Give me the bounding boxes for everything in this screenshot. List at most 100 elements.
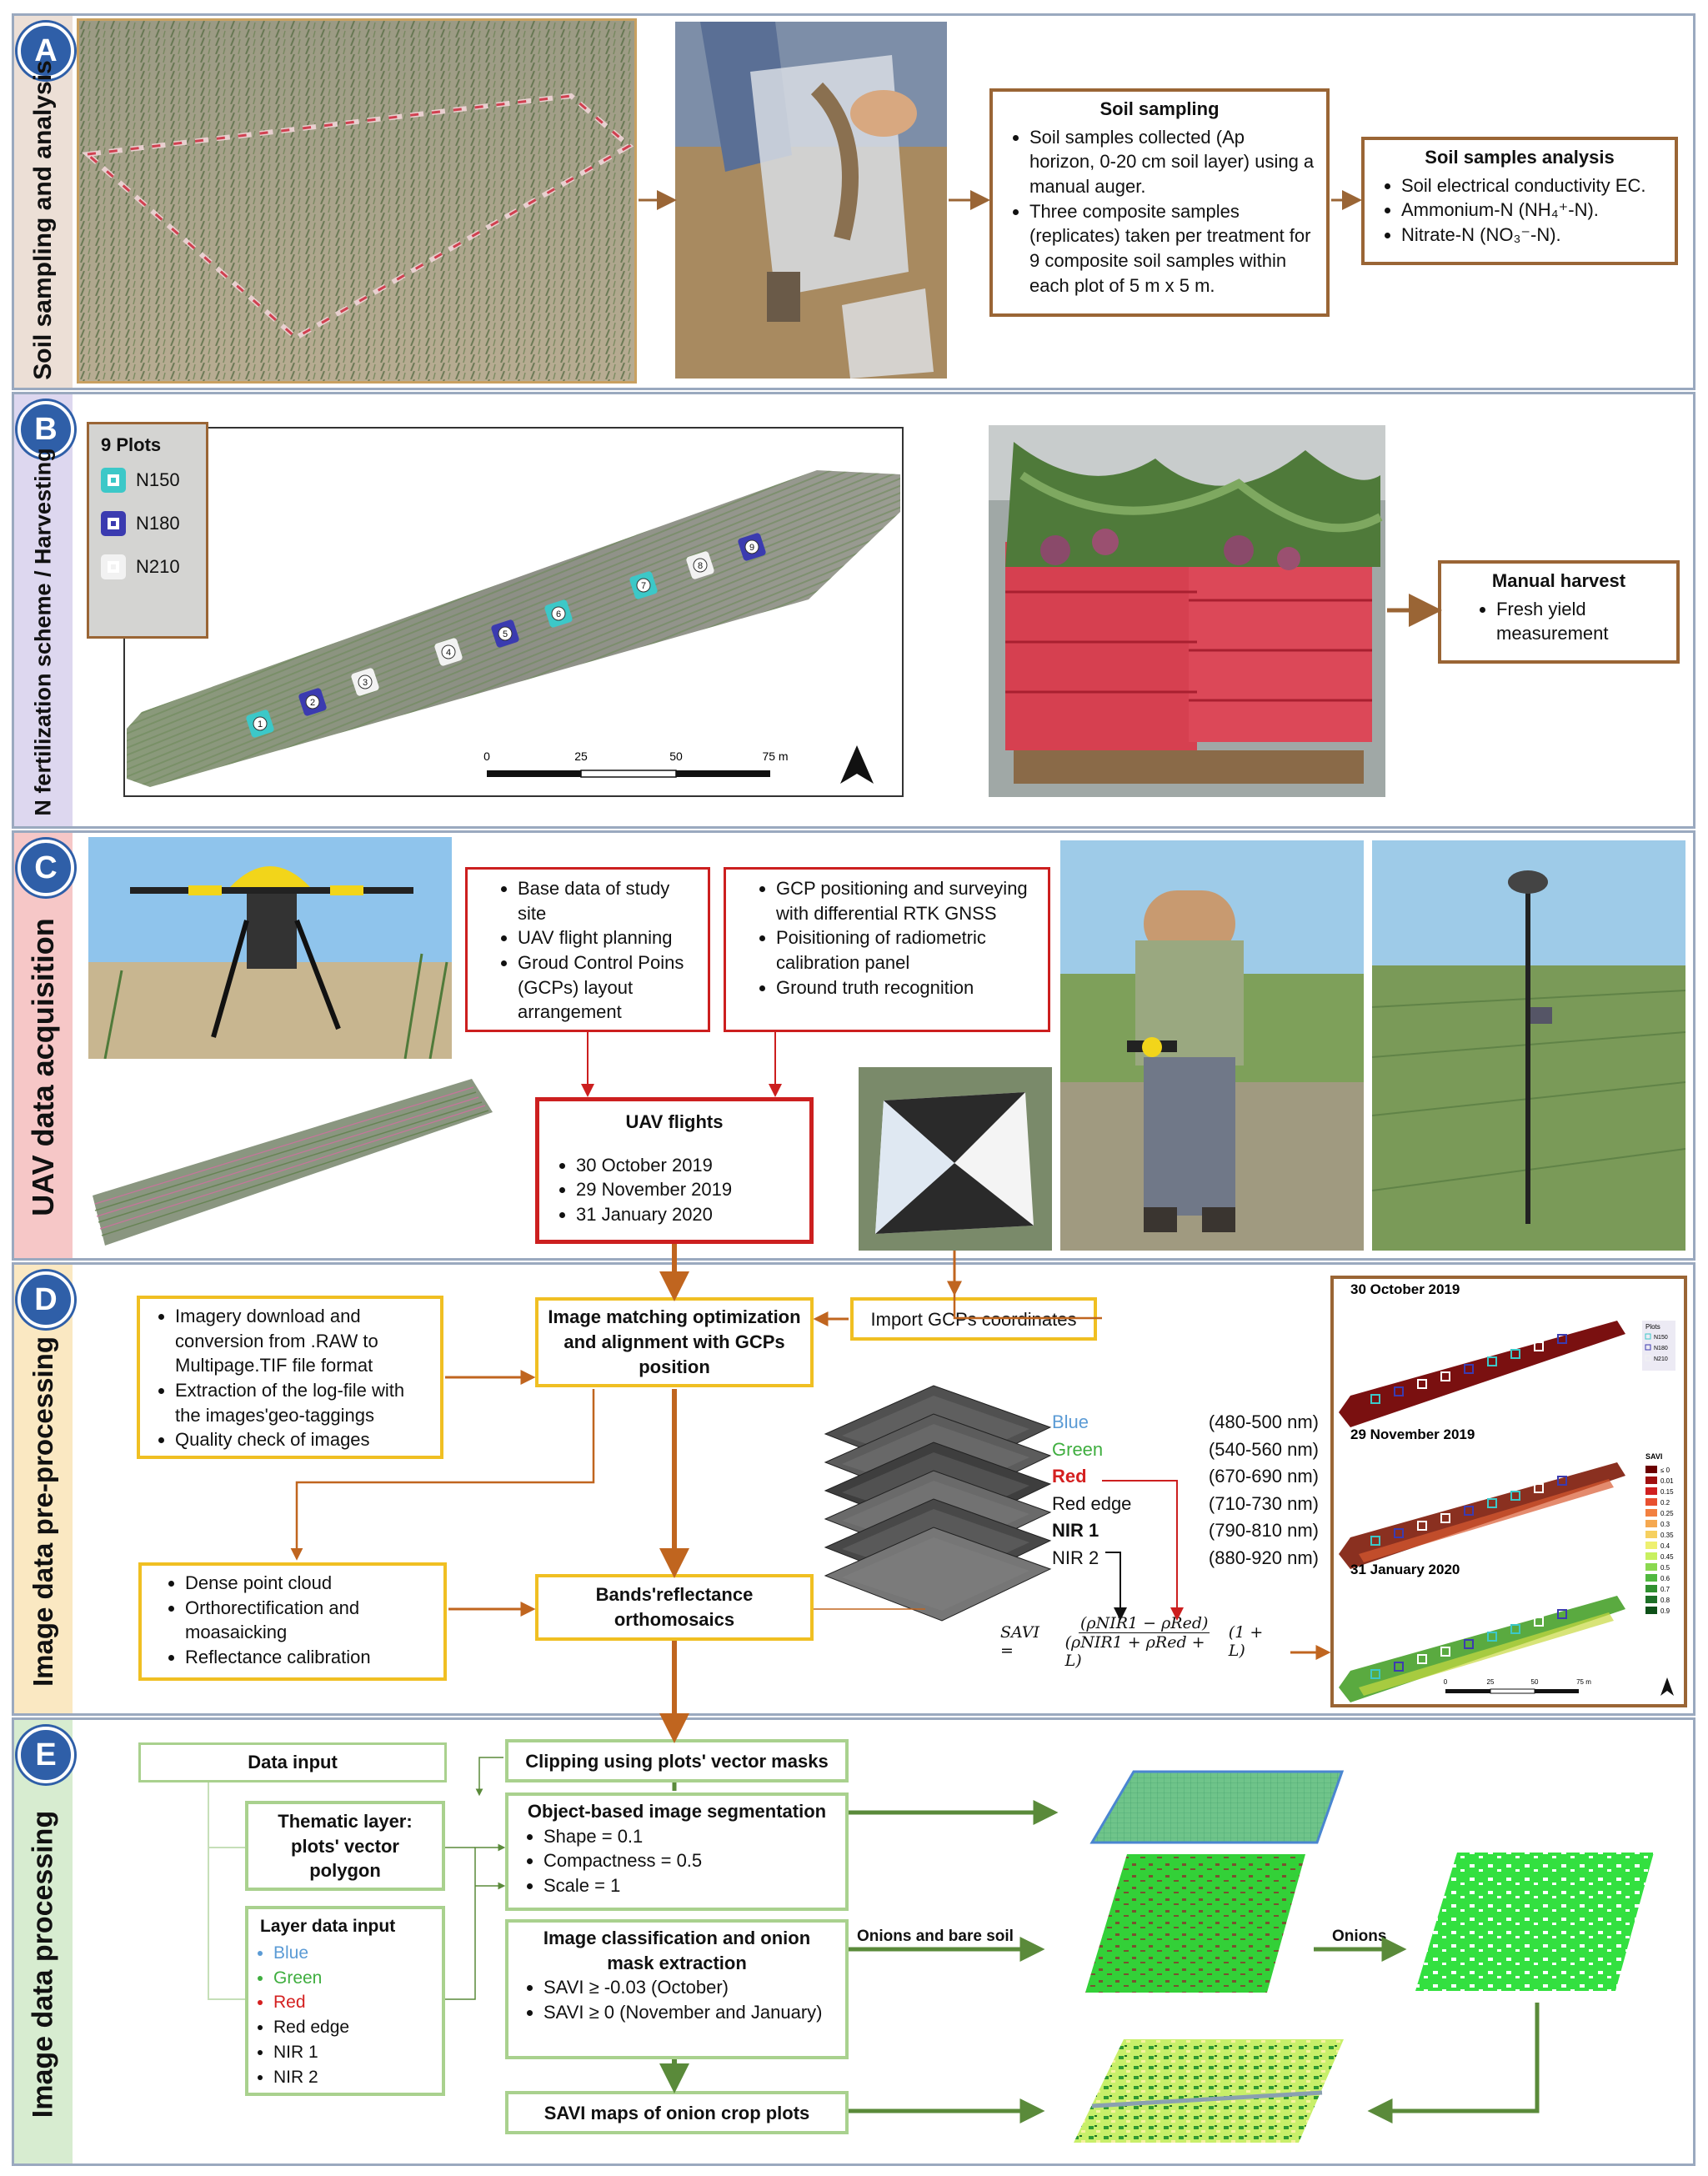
plot-marker: 9 (738, 533, 766, 561)
legend-swatch-icon (101, 468, 126, 493)
planning-item: Groud Control Poins (GCPs) layout arrang… (518, 950, 698, 1025)
layer-data-item: Red (273, 1990, 430, 2015)
band-range: (710-730 nm) (1208, 1492, 1319, 1514)
section-d-badge: D (18, 1271, 74, 1328)
section-e-sidebar: E Image data processing (14, 1720, 74, 2163)
classification-rule: SAVI ≥ -0.03 (October) (543, 1975, 835, 2000)
uav-flights-title: UAV flights (625, 1111, 724, 1132)
plot-legend-item: N210 (101, 554, 194, 579)
savi-legend-label: 0.45 (1660, 1553, 1674, 1561)
savi-scale-tick: 50 (1531, 1678, 1539, 1686)
band-range: (670-690 nm) (1208, 1466, 1319, 1487)
bands-orthomosaics-box: Bands'reflectance orthomosaics (535, 1574, 814, 1641)
section-b-sidebar: B N fertilization scheme / Harvesting (14, 394, 74, 826)
planning-item: UAV flight planning (518, 925, 698, 950)
manual-harvest-title: Manual harvest (1491, 570, 1626, 591)
savi-legend-label: 0.5 (1660, 1564, 1670, 1572)
savi-scale-bar: 0 25 50 75 m (1444, 1678, 1591, 1694)
savi-map (1339, 1596, 1625, 1702)
onion-crates-photo (989, 425, 1385, 797)
savi-legend-label: 0.2 (1660, 1499, 1670, 1507)
section-e-badge: E (18, 1727, 74, 1783)
gcp-item: GCP positioning and surveying with diffe… (776, 876, 1038, 925)
band-name: Red edge (1052, 1492, 1132, 1514)
plots-legend-title: 9 Plots (101, 434, 162, 455)
soil-sampling-item: Three composite samples (replicates) tak… (1029, 199, 1315, 298)
savi-scale-tick: 0 (1444, 1678, 1448, 1686)
gnss-pole-photo (1372, 840, 1685, 1251)
section-e-label: Image data processing (27, 1810, 59, 2118)
savi-legend-label: 0.6 (1660, 1575, 1670, 1582)
section-a-badge: A (18, 23, 74, 79)
plot-legend-label: N180 (136, 513, 180, 534)
classification-thumbnail (1080, 1849, 1314, 2004)
manual-harvest-item: Fresh yield measurement (1496, 597, 1665, 646)
band-row: NIR 2(880-920 nm) (1052, 1545, 1319, 1572)
savi-scale-tick: 75 m (1576, 1678, 1591, 1686)
plot-marker: 1 (246, 709, 274, 738)
drone-photo (88, 837, 452, 1059)
soil-analysis-item: Nitrate-N (NO₃⁻-N). (1401, 223, 1663, 248)
band-range: (790-810 nm) (1208, 1520, 1319, 1541)
section-e: E Image data processing (12, 1717, 1695, 2166)
section-c-label: UAV data acquisition (26, 917, 60, 1216)
band-name: NIR 2 (1052, 1547, 1099, 1568)
savi-plots-legend-label: N180 (1654, 1346, 1668, 1351)
thematic-layer-title: Thematic layer: plots' vector polygon (278, 1811, 413, 1882)
dense-cloud-box: Dense point cloud Orthorectification and… (138, 1562, 447, 1681)
data-input-box: Data input (138, 1742, 447, 1782)
band-row: Red edge (710-730 nm) (1052, 1491, 1319, 1518)
imagery-item: Extraction of the log-file with the imag… (175, 1378, 430, 1427)
band-row: NIR 1 (790-810 nm) (1052, 1517, 1319, 1545)
operator-photo (1060, 840, 1364, 1251)
plot-marker-number: 3 (363, 678, 368, 688)
plot-marker-number: 1 (258, 719, 263, 730)
savi-formula-denominator: (ρNIR1 + ρRed + L) (1064, 1632, 1205, 1670)
arrow-label-onions: Onions (1332, 1928, 1387, 1945)
savi-legend-label: 0.7 (1660, 1586, 1670, 1593)
segmentation-param: Shape = 0.1 (543, 1824, 835, 1849)
uav-flight-date: 29 November 2019 (576, 1177, 798, 1202)
plot-marker-number: 2 (310, 698, 315, 708)
savi-color-legend: SAVI≤ 00.010.150.20.250.30.350.40.450.50… (1645, 1452, 1674, 1615)
savi-result-thumbnail (1072, 2034, 1347, 2148)
savi-legend-label: 0.8 (1660, 1597, 1670, 1604)
import-gcps-box: Import GCPs coordinates (850, 1297, 1097, 1341)
classification-title: Image classification and onion mask extr… (543, 1928, 811, 1973)
onion-mask-thumbnail (1412, 1848, 1659, 2003)
import-gcps-title: Import GCPs coordinates (870, 1309, 1077, 1330)
soil-analysis-item: Ammonium-N (NH₄⁺-N). (1401, 198, 1663, 223)
savi-maps-box: SAVI maps of onion crop plots (505, 2091, 849, 2134)
band-range: (540-560 nm) (1208, 1438, 1319, 1460)
thematic-layer-box: Thematic layer: plots' vector polygon (245, 1801, 445, 1891)
segmentation-box: Object-based image segmentation Shape = … (505, 1792, 849, 1911)
section-a-label: Soil sampling and analysis (29, 60, 57, 381)
classification-box: Image classification and onion mask extr… (505, 1919, 849, 2059)
uav-flight-date: 31 January 2020 (576, 1202, 798, 1227)
scale-bar: 0 25 50 75 m (483, 750, 789, 778)
band-layer (824, 1527, 1052, 1622)
band-range: (480-500 nm) (1208, 1411, 1319, 1432)
band-name: NIR 1 (1052, 1520, 1099, 1541)
plot-marker: 8 (686, 551, 714, 579)
section-a-sidebar: A Soil sampling and analysis (14, 16, 74, 388)
band-stack (817, 1376, 1059, 1647)
savi-map-date: 31 January 2020 (1350, 1562, 1460, 1577)
manual-harvest-box: Manual harvest Fresh yield measurement (1438, 560, 1680, 664)
plot-legend-item: N150 (101, 468, 194, 493)
strip-orthomosaic (88, 1070, 497, 1254)
data-input-title: Data input (248, 1752, 338, 1772)
layer-data-item: NIR 1 (273, 2040, 430, 2065)
savi-maps-box-title: SAVI maps of onion crop plots (543, 2103, 810, 2123)
savi-scale-tick: 25 (1487, 1678, 1495, 1686)
north-arrow-icon (1660, 1677, 1674, 1696)
plot-marker: 6 (544, 599, 573, 628)
savi-legend-label: 0.15 (1660, 1488, 1674, 1496)
scale-tick: 25 (574, 750, 588, 763)
band-list: Blue(480-500 nm)Green(540-560 nm)Red(670… (1052, 1409, 1319, 1576)
uav-flights-box: UAV flights 30 October 2019 29 November … (535, 1097, 814, 1244)
layer-data-item: Red edge (273, 2015, 430, 2040)
scale-tick: 75 m (762, 750, 788, 763)
